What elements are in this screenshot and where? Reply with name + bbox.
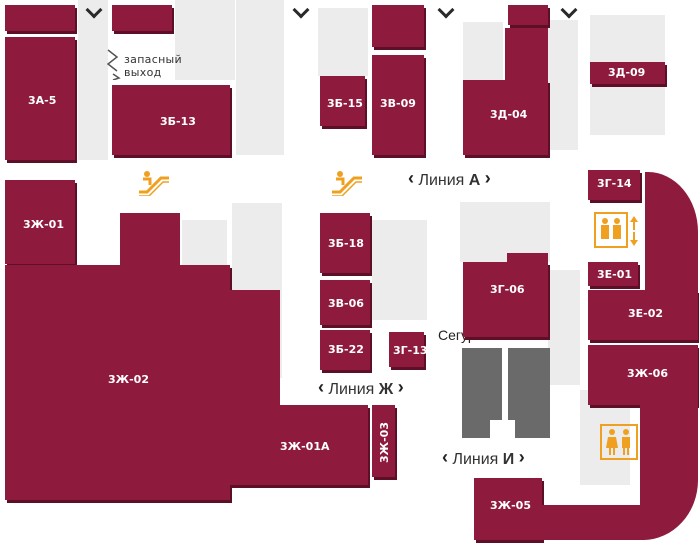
shop-label: 3Е-01 — [597, 268, 633, 281]
shop-label: 3Г-14 — [597, 177, 632, 190]
emergency-exit-label: запасный выход — [124, 53, 182, 79]
shop-3zh02-notch — [120, 213, 180, 273]
corridor-a-label: ‹ Линия А › — [408, 168, 491, 189]
shop-3e02-upper — [645, 172, 698, 302]
corridor-zh-label: ‹ Линия Ж › — [318, 377, 404, 398]
inactive-area — [548, 270, 580, 385]
inactive-area — [548, 20, 578, 150]
shop-3g06-upper — [507, 253, 548, 268]
shop-3b22[interactable] — [320, 330, 370, 370]
shop-3d09[interactable] — [590, 62, 665, 84]
escalator-icon[interactable] — [137, 170, 171, 196]
shop-label: 3Ж-05 — [490, 499, 531, 512]
shop-label: 3Ж-02 — [108, 373, 149, 386]
inactive-area — [236, 0, 284, 155]
shop-label: 3Ж-03 — [378, 422, 391, 463]
shop-label: 3Г-13 — [393, 344, 428, 357]
inactive-area — [175, 0, 235, 80]
inactive-area — [460, 202, 550, 262]
shop-top-left-strip[interactable] — [5, 5, 75, 31]
shop-label: 3Д-09 — [608, 66, 646, 79]
shop-label: 3Г-06 — [490, 283, 525, 296]
inactive-area — [318, 8, 368, 76]
inactive-area — [580, 390, 630, 485]
restroom-icon[interactable] — [600, 424, 638, 460]
shop-3e01[interactable] — [588, 262, 638, 286]
shop-3g13[interactable] — [389, 332, 424, 367]
shop-top-strip[interactable] — [508, 5, 548, 25]
shop-label: 3Д-04 — [490, 108, 528, 121]
chevron-left-icon: ‹ — [442, 447, 448, 467]
shop-label: 3Б-15 — [327, 97, 363, 110]
inactive-area — [463, 22, 503, 82]
elevator-icon[interactable] — [594, 212, 642, 250]
shop-3b18[interactable] — [320, 213, 370, 273]
chevron-down-icon[interactable] — [437, 1, 455, 19]
chevron-right-icon: › — [484, 168, 491, 188]
chevron-left-icon: ‹ — [318, 377, 324, 397]
shop-3v06[interactable] — [320, 280, 370, 325]
shop-label: 3Б-18 — [328, 237, 364, 250]
shop-top-strip[interactable] — [372, 5, 424, 47]
chevron-down-icon[interactable] — [292, 1, 310, 19]
shop-label: 3А-5 — [28, 94, 57, 107]
shop-3zh01a[interactable] — [230, 405, 368, 485]
shop-label: 3Б-22 — [328, 343, 364, 356]
shop-3v09[interactable] — [372, 55, 424, 155]
shop-3zh03[interactable] — [372, 405, 395, 477]
shop-3zh06-lower — [640, 400, 698, 540]
chevron-down-icon[interactable] — [560, 1, 578, 19]
shop-label: 3В-09 — [380, 97, 416, 110]
shop-label: 3Б-13 — [160, 115, 196, 128]
shop-label: 3Ж-06 — [627, 367, 668, 380]
shop-3zh06[interactable] — [588, 345, 698, 405]
shop-3d04-upper — [505, 28, 548, 88]
inactive-area — [372, 220, 427, 320]
shop-3zh05[interactable] — [474, 478, 542, 540]
corridor-i-label: ‹ Линия И › — [442, 447, 525, 468]
shop-top-strip[interactable] — [112, 5, 172, 31]
shop-3d04[interactable] — [463, 80, 548, 155]
shop-bottom-strip — [540, 505, 645, 540]
exit-arrow-icon — [106, 49, 121, 80]
shop-3zh02-right — [175, 290, 280, 400]
shop-3zh01[interactable] — [5, 180, 75, 264]
chevron-right-icon: › — [518, 447, 525, 467]
chevron-right-icon: › — [397, 377, 404, 397]
inactive-area — [78, 0, 108, 160]
shop-label: 3Е-02 — [628, 307, 664, 320]
shop-3g14[interactable] — [588, 170, 640, 200]
shop-label: 3В-06 — [328, 297, 364, 310]
shop-3a5[interactable] — [5, 37, 75, 160]
segura-block[interactable] — [508, 348, 550, 438]
shop-3b13[interactable] — [112, 85, 230, 155]
shop-label: 3Ж-01А — [280, 440, 330, 453]
shop-label: 3Ж-01 — [23, 218, 64, 231]
shop-3b15[interactable] — [320, 76, 365, 126]
segura-gap — [490, 420, 515, 438]
escalator-icon[interactable] — [330, 170, 364, 196]
shop-3b13-tab — [148, 85, 230, 95]
shop-3g06[interactable] — [463, 262, 548, 337]
chevron-left-icon: ‹ — [408, 168, 414, 188]
